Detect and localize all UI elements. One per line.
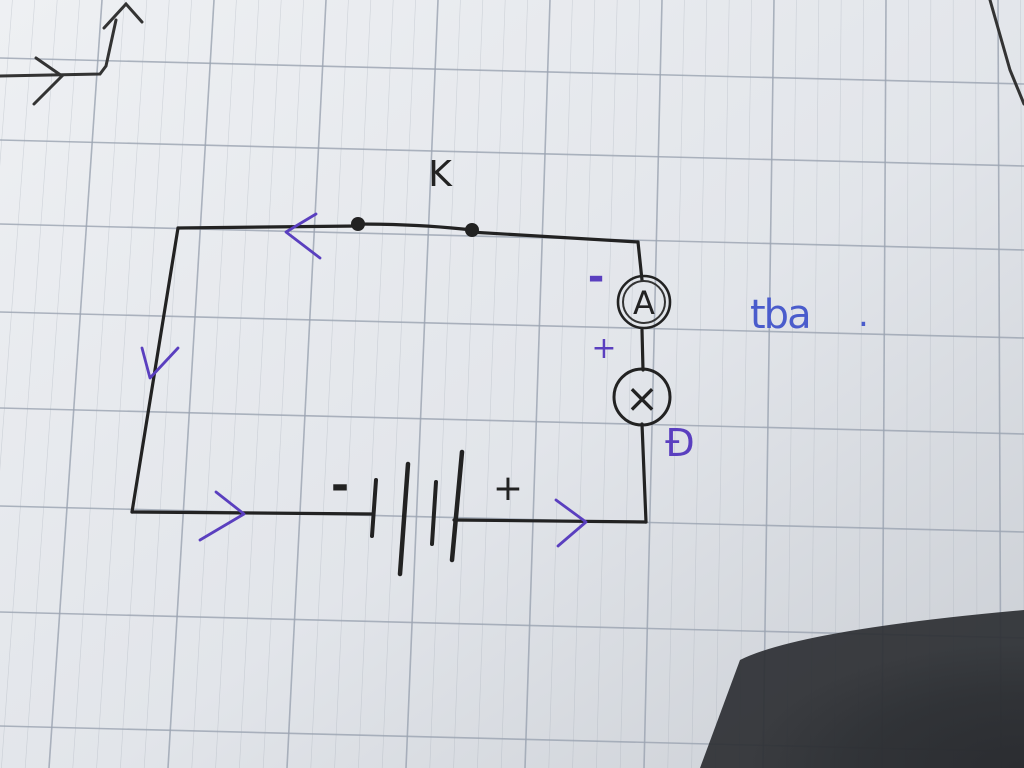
grid-line-minor — [1, 0, 58, 768]
grid-line-major — [0, 407, 1024, 435]
grid-line-major — [405, 0, 439, 768]
grid-line-minor — [0, 0, 36, 472]
grid-line-major — [48, 0, 103, 768]
grid-line-minor — [453, 0, 484, 768]
grid-line-minor — [358, 0, 394, 768]
ammeter-symbol: A — [633, 284, 655, 322]
switch-contact-left — [351, 217, 365, 231]
arrow-top — [284, 212, 322, 260]
battery-plate-1 — [370, 478, 378, 538]
grid-line-major — [0, 223, 1024, 251]
lamp-symbol: × — [625, 376, 659, 422]
grid-line-major — [0, 139, 1024, 167]
battery-minus-label: - — [331, 460, 349, 511]
grid-line-major — [286, 0, 327, 768]
wire-bottom-left — [130, 510, 374, 516]
current-direction-arrows — [140, 212, 588, 548]
grid-line-minor — [334, 0, 372, 768]
wire-left — [130, 226, 180, 514]
lamp: × — [612, 367, 672, 427]
photo-shadow-fade — [560, 560, 1024, 768]
grid-line-minor — [548, 0, 573, 768]
ammeter-circle-outer — [616, 274, 672, 330]
grid-line-minor — [191, 0, 237, 768]
grid-line-minor — [477, 0, 506, 768]
grid-line-minor — [143, 0, 192, 768]
side-note-dot: . — [858, 295, 869, 335]
side-note: tba — [750, 292, 810, 338]
lamp-label: Đ — [665, 421, 694, 465]
wire-right-upper — [636, 240, 644, 282]
ammeter-minus-label: - — [588, 254, 605, 300]
circuit-wires — [130, 222, 648, 524]
grid-line-minor — [72, 0, 125, 768]
battery — [370, 449, 465, 577]
grid-line-minor — [310, 0, 349, 768]
lamp-circle — [612, 367, 672, 427]
grid-line-major — [167, 0, 215, 768]
wire-right-middle — [640, 328, 645, 372]
ammeter-plus-label: + — [591, 331, 616, 366]
grid-line-major — [0, 57, 1024, 85]
grid-line-minor — [120, 0, 170, 768]
grid-line-minor — [24, 0, 80, 768]
grid-line-major — [0, 311, 1024, 339]
previous-drawing-arrow — [0, 1, 144, 106]
grid-line-minor — [215, 0, 260, 768]
wire-top-right — [468, 230, 640, 244]
wire-top-left — [176, 224, 360, 230]
battery-plate-3 — [430, 480, 438, 546]
grid-line-minor — [500, 0, 528, 768]
switch-contact-right — [465, 223, 479, 237]
battery-plate-2 — [397, 461, 411, 577]
grid-line-major — [0, 505, 1024, 533]
previous-drawing-edge — [988, 0, 1024, 106]
arrow-bottom-right — [554, 498, 588, 548]
arrow-bottom-left — [198, 490, 246, 542]
grid-line-minor — [96, 0, 148, 768]
grid-line-minor — [429, 0, 461, 768]
battery-plate-4 — [449, 449, 465, 563]
switch-blade — [356, 222, 474, 232]
grid-line-minor — [0, 0, 13, 167]
grid-line-minor — [1020, 0, 1024, 681]
grid-line-major — [524, 0, 551, 768]
grid-line-minor — [381, 0, 416, 768]
arrow-left — [140, 346, 180, 380]
ammeter-circle-inner — [622, 280, 666, 324]
wire-right-lower — [640, 422, 648, 524]
grid-line-minor — [262, 0, 304, 768]
battery-plus-label: + — [493, 468, 523, 509]
grid-line-minor — [239, 0, 282, 768]
wire-bottom-right — [452, 518, 648, 524]
ammeter: A — [616, 274, 672, 330]
switch-label: K — [428, 154, 453, 195]
